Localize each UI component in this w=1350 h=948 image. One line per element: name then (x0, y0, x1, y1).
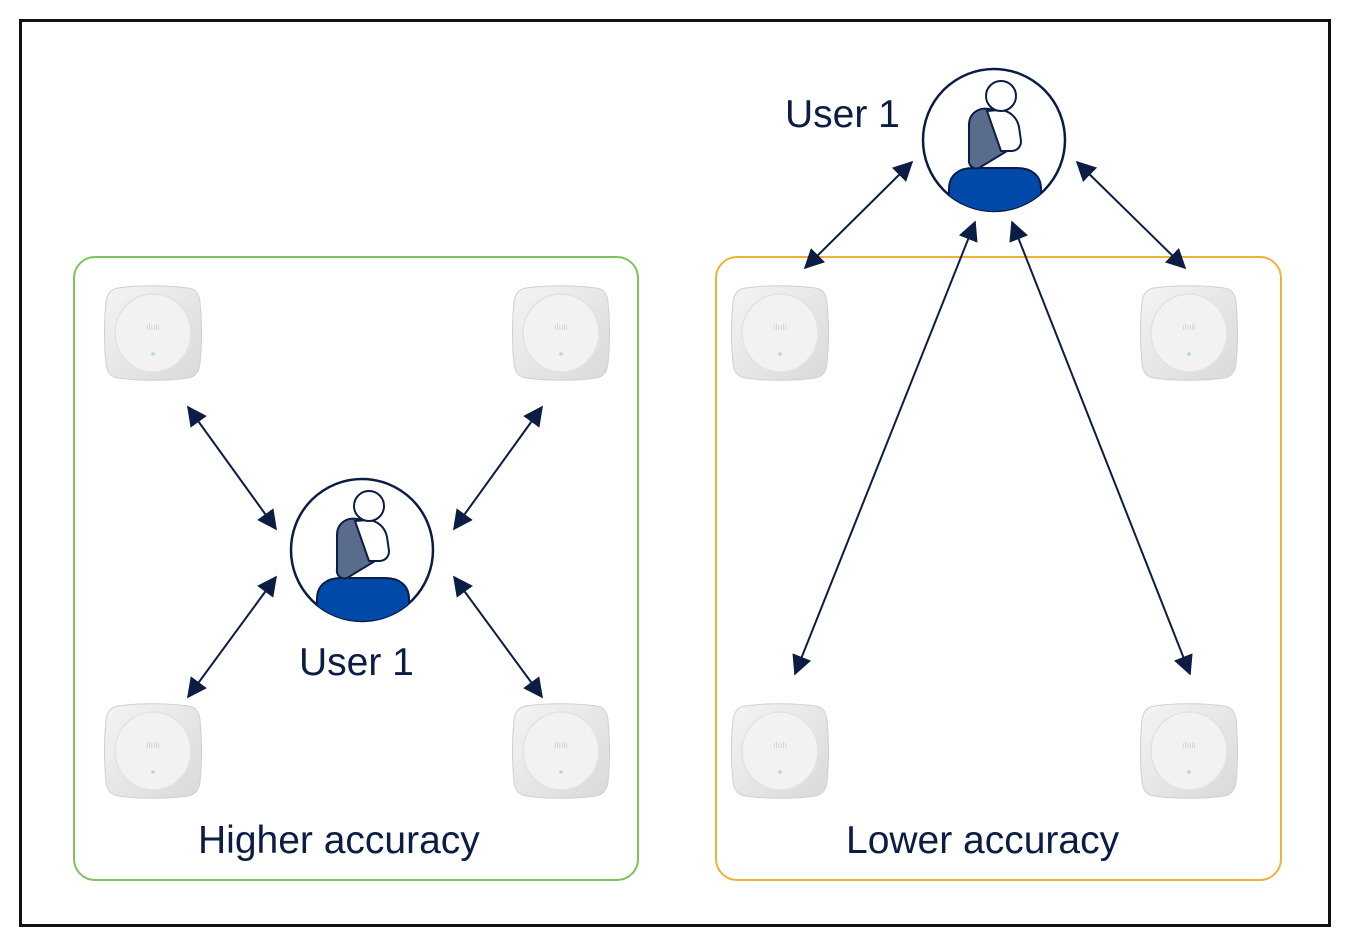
user-icon (921, 67, 1067, 213)
arrow-right-top-right (1075, 160, 1187, 270)
left-user-label: User 1 (299, 641, 414, 684)
lower-accuracy-panel (715, 256, 1282, 881)
arrow-left-bottom-right (453, 575, 543, 699)
arrow-left-top-left (187, 405, 277, 531)
user-icon (289, 477, 435, 623)
arrow-right-bottom-left (792, 220, 978, 676)
arrow-left-bottom-left (187, 575, 277, 699)
right-user-label: User 1 (785, 93, 900, 136)
higher-accuracy-panel (73, 256, 639, 881)
arrow-right-bottom-right (1009, 220, 1193, 676)
lower-accuracy-caption: Lower accuracy (846, 819, 1120, 862)
arrow-left-top-right (453, 405, 543, 531)
arrow-right-top-left (803, 160, 914, 270)
higher-accuracy-caption: Higher accuracy (198, 819, 480, 862)
